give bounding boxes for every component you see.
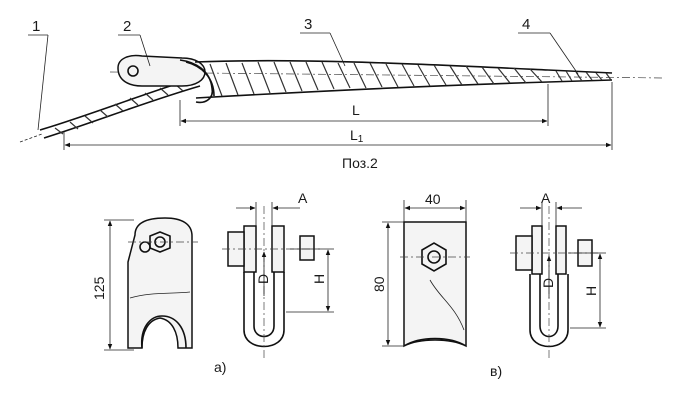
variant-a-front-view <box>127 217 198 349</box>
dim-b-H-label: H <box>583 286 599 296</box>
dim-L1-label: L1 <box>350 127 364 145</box>
dim-b-A-label: A <box>541 190 551 206</box>
assembly-view: 1 2 3 4 L L1 Поз.2 <box>19 16 666 171</box>
dim-a-D-label: D <box>255 274 271 284</box>
cable-item-1 <box>19 77 201 143</box>
dim-b-80-label: 80 <box>371 276 387 292</box>
callout-label-2: 2 <box>123 18 131 35</box>
dim-a-H-label: H <box>311 274 327 284</box>
dim-b-D-label: D <box>540 278 556 288</box>
cable-item-4 <box>547 69 613 83</box>
variant-a: 125 A D H а) <box>91 190 334 375</box>
callout-label-1: 1 <box>32 18 40 35</box>
callout-4-leader <box>549 32 579 75</box>
dim-L-label: L <box>352 102 360 118</box>
callout-2-leader <box>139 34 151 67</box>
variant-b-caption: в) <box>490 363 502 379</box>
callout-label-3: 3 <box>304 16 312 33</box>
callout-label-4: 4 <box>522 16 530 33</box>
dim-a-125-label: 125 <box>91 276 107 300</box>
clevis-item-2 <box>117 54 215 104</box>
variant-b: 40 80 A D H в) <box>371 190 606 379</box>
callout-3-leader <box>329 32 346 67</box>
variant-a-caption: а) <box>214 359 226 375</box>
spiral-grip-item-3 <box>194 59 549 99</box>
variant-b-front-view <box>400 221 470 348</box>
dim-b-40-label: 40 <box>425 191 441 207</box>
variant-a-side-view <box>222 206 320 360</box>
position-label: Поз.2 <box>342 155 378 171</box>
dim-a-A-label: A <box>298 190 308 206</box>
callout-1-leader <box>37 34 49 131</box>
